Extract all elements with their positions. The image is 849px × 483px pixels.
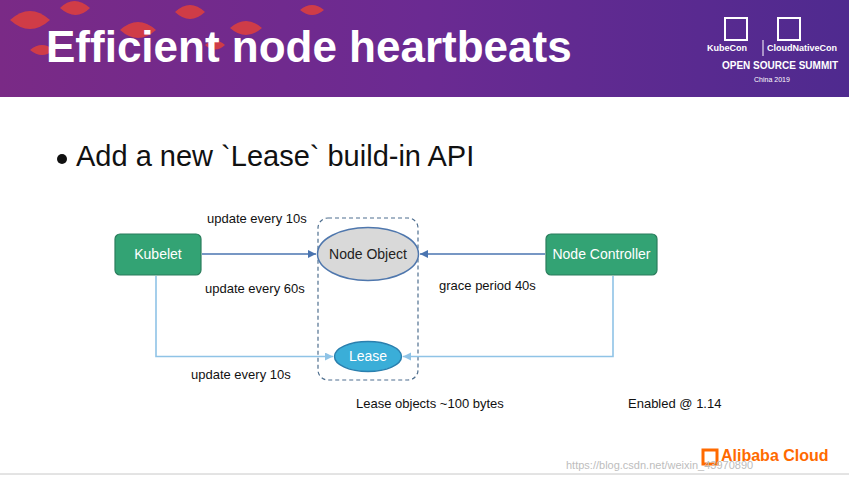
text-stack: Node Controller	[552, 246, 650, 262]
node-label: Lease	[349, 348, 387, 364]
footer-rule	[0, 474, 849, 475]
logo-mark	[778, 18, 800, 40]
connector	[156, 276, 333, 357]
edge-note: update every 60s	[205, 281, 305, 296]
logo-text: KubeCon	[707, 43, 747, 53]
edge-label: update every 10s	[205, 211, 309, 226]
header-band	[0, 0, 849, 97]
logo-mark	[725, 18, 747, 40]
text-stack: Lease	[349, 348, 387, 364]
box-fill	[115, 234, 201, 275]
component-box: Kubelet	[114, 233, 202, 276]
bullet-text: Add a new `Lease` build-in API	[76, 140, 474, 173]
connector	[202, 253, 316, 255]
logo-text: China 2019	[754, 76, 790, 83]
text-stack: Node Object	[329, 246, 407, 262]
size-note: Lease objects ~100 bytes	[356, 396, 504, 411]
lease-ellipse: Lease	[333, 340, 403, 373]
watermark: https://blog.csdn.net/weixin_43970890	[566, 459, 753, 471]
edge-label: update every 10s	[189, 367, 293, 382]
version-note: Enabled @ 1.14	[628, 396, 721, 411]
ellipse-fill	[335, 342, 402, 372]
component-box: Node Controller	[545, 233, 658, 276]
connector	[420, 253, 545, 255]
bullet-dot	[57, 154, 67, 164]
text-stack: Kubelet	[134, 246, 181, 262]
connector	[403, 276, 613, 357]
logo-text: CloudNativeCon	[767, 43, 837, 53]
logo-text: OPEN SOURCE SUMMIT	[722, 60, 838, 71]
node-label: Kubelet	[134, 246, 181, 262]
node-label: Node Controller	[552, 246, 650, 262]
ellipse-fill	[318, 228, 419, 281]
box-fill	[546, 234, 657, 275]
slide-title: Efficient node heartbeats	[46, 22, 572, 72]
logo-divider	[763, 40, 764, 56]
edge-label: grace period 40s	[437, 278, 538, 293]
node-label: Node Object	[329, 246, 407, 262]
object-ellipse: Node Object	[316, 226, 420, 282]
